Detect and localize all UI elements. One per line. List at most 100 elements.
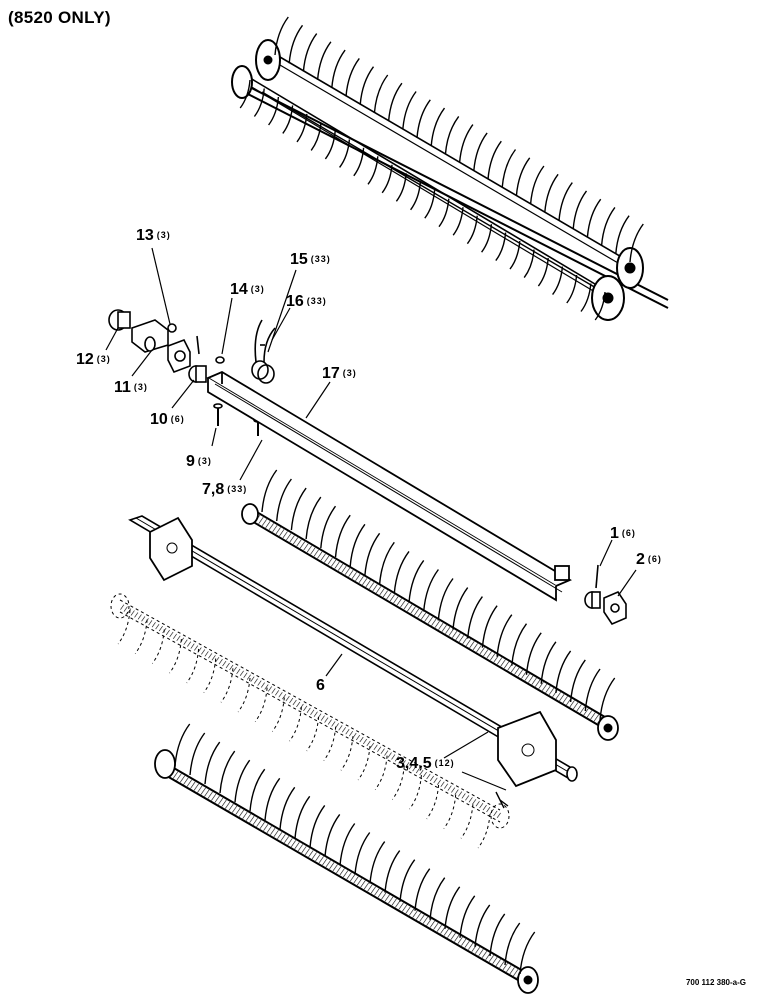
tine [429, 877, 446, 920]
tine [316, 41, 332, 80]
callout-9-qty: (3) [197, 456, 212, 466]
tine [473, 132, 488, 171]
callout-16: 16(33) [286, 294, 327, 310]
callout-9-number: 9 [186, 453, 195, 470]
tine [239, 79, 251, 109]
tine [544, 173, 559, 213]
drawing-code: 700 112 380-a-G [685, 978, 746, 987]
tine [525, 632, 542, 675]
tine [572, 190, 588, 229]
callout-3-4-5-qty: (12) [434, 758, 455, 768]
tine [290, 487, 307, 531]
tine [487, 140, 502, 180]
callout-10-qty: (6) [170, 414, 185, 424]
tine [296, 113, 308, 143]
tine [414, 868, 431, 911]
tine [220, 668, 234, 703]
tine [558, 182, 573, 221]
tine [324, 130, 336, 160]
callout-14-qty: (3) [250, 284, 265, 294]
tine [320, 505, 337, 549]
tine [268, 96, 280, 126]
tine [416, 99, 431, 138]
center-shaft-6 [128, 515, 578, 788]
tine [437, 578, 454, 621]
tine [452, 587, 469, 630]
tine [537, 258, 549, 287]
callout-10-number: 10 [150, 411, 168, 428]
tine [369, 841, 386, 884]
callout-14-number: 14 [230, 281, 248, 298]
tine [460, 804, 474, 839]
tine [474, 904, 491, 947]
tine [511, 623, 528, 666]
tine [519, 931, 536, 975]
tine [357, 745, 371, 781]
tine [289, 707, 302, 742]
tine [323, 726, 337, 761]
tine [279, 786, 296, 830]
callout-16-qty: (33) [306, 296, 327, 306]
callout-7-8: 7,8(33) [202, 482, 247, 498]
callout-12-number: 12 [76, 351, 94, 368]
tine [219, 750, 236, 794]
tine [580, 283, 592, 312]
tine [264, 777, 281, 821]
callout-17: 17(3) [322, 366, 357, 382]
tine [523, 249, 535, 279]
tine [174, 723, 191, 767]
tine [234, 759, 251, 803]
tine [540, 641, 557, 684]
tine [324, 813, 341, 857]
tine [552, 266, 564, 296]
tine [189, 732, 206, 776]
tine [203, 658, 217, 693]
callout-11-qty: (3) [133, 382, 148, 392]
tine [274, 16, 289, 56]
assembled-reel-bottom [154, 723, 539, 994]
callout-2-qty: (6) [647, 554, 662, 564]
callout-2-number: 2 [636, 551, 645, 568]
callout-1-number: 1 [610, 525, 619, 542]
tine [566, 274, 578, 304]
callout-11-number: 11 [114, 379, 131, 396]
tine-bar-17 [206, 370, 572, 602]
callout-15: 15(33) [290, 252, 331, 268]
tine [373, 74, 389, 114]
tine [340, 736, 354, 771]
tine [117, 609, 131, 645]
tine [496, 614, 513, 657]
tine [204, 741, 221, 785]
tine [169, 639, 182, 674]
tine [438, 198, 450, 228]
callout-1-qty: (6) [621, 528, 636, 538]
tine [331, 49, 346, 89]
leader-lines [105, 247, 637, 809]
callout-12: 12(3) [76, 352, 111, 368]
tine [458, 124, 474, 163]
tine [271, 697, 285, 732]
tine [466, 215, 478, 245]
callout-3-4-5: 3,4,5(12) [396, 756, 455, 772]
callout-15-qty: (33) [310, 254, 331, 264]
tine [430, 107, 446, 147]
callout-13-number: 13 [136, 227, 154, 244]
callout-7-8-number: 7,8 [202, 481, 225, 498]
tine [586, 198, 602, 238]
callout-9: 9(3) [186, 454, 212, 470]
tine [253, 88, 265, 117]
tine [367, 156, 379, 185]
tine [237, 677, 251, 713]
callout-13-qty: (3) [156, 230, 171, 240]
tine [402, 91, 417, 130]
tine [334, 514, 351, 558]
callout-13: 13(3) [136, 228, 171, 244]
tine [459, 895, 476, 938]
tine [310, 122, 322, 151]
tine [345, 57, 360, 97]
tine [364, 532, 381, 576]
tine [409, 775, 422, 810]
tine [387, 82, 403, 122]
callout-17-number: 17 [322, 365, 340, 382]
tine [615, 215, 630, 254]
